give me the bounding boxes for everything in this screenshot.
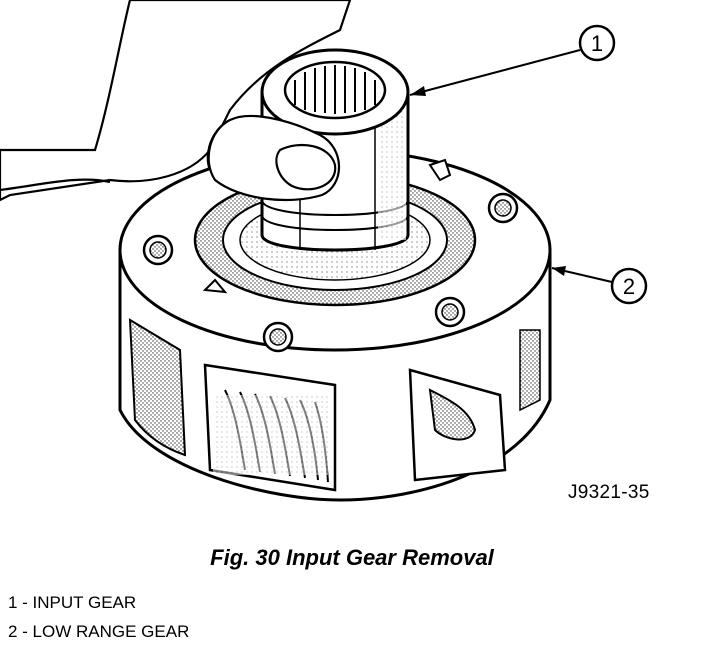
bolt-hole bbox=[434, 296, 466, 328]
legend: 1 - INPUT GEAR 2 - LOW RANGE GEAR bbox=[8, 588, 189, 646]
bolt-hole bbox=[487, 192, 519, 224]
figure-caption: Fig. 30 Input Gear Removal bbox=[210, 545, 494, 570]
legend-item-input-gear: 1 - INPUT GEAR bbox=[8, 593, 137, 612]
callout-2: 2 bbox=[551, 266, 648, 305]
callout-1-number: 1 bbox=[591, 31, 603, 56]
bolt-hole bbox=[262, 321, 294, 353]
bolt-hole bbox=[142, 234, 174, 266]
callout-1: 1 bbox=[409, 24, 616, 96]
gear-removal-illustration: 1 2 bbox=[0, 0, 648, 502]
drawing-code: J9321-35 bbox=[568, 482, 650, 503]
legend-item-low-range-gear: 2 - LOW RANGE GEAR bbox=[8, 622, 190, 641]
callout-2-number: 2 bbox=[623, 274, 635, 299]
technician-fingers bbox=[207, 114, 341, 202]
